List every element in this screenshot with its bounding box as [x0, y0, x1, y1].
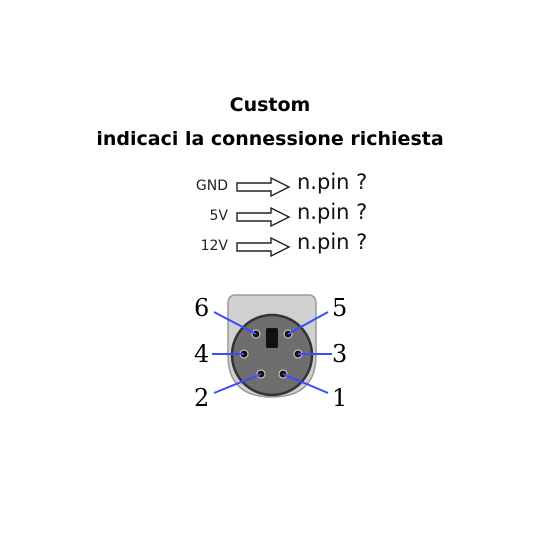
leader-line-6	[213, 311, 257, 335]
row-label: 5V	[209, 208, 228, 224]
leader-line-5	[287, 311, 329, 335]
pin-label-5: 5	[332, 294, 347, 322]
mini-din-connector-diagram: 6 5 4 3 2 1	[194, 294, 347, 412]
heading-custom: Custom	[229, 94, 311, 116]
leader-line-1	[282, 373, 329, 394]
row-label: GND	[195, 178, 228, 194]
leader-line-2	[213, 373, 262, 394]
right-arrow-icon	[236, 176, 291, 198]
row-value: n.pin ?	[297, 230, 368, 254]
connection-row-12v: 12V n.pin ?	[0, 230, 540, 260]
connection-row-5v: 5V n.pin ?	[0, 200, 540, 230]
pin-label-6: 6	[194, 294, 209, 322]
pin-label-4: 4	[194, 340, 209, 368]
row-value: n.pin ?	[297, 170, 368, 194]
right-arrow-icon	[236, 206, 291, 228]
right-arrow-icon	[236, 236, 291, 258]
pin-label-1: 1	[332, 384, 347, 412]
connector-key	[266, 328, 278, 348]
pin-label-3: 3	[332, 340, 347, 368]
heading-instruction: indicaci la connessione richiesta	[96, 128, 444, 150]
connection-row-gnd: GND n.pin ?	[0, 170, 540, 200]
row-value: n.pin ?	[297, 200, 368, 224]
pin-label-2: 2	[194, 384, 209, 412]
row-label: 12V	[200, 238, 228, 254]
